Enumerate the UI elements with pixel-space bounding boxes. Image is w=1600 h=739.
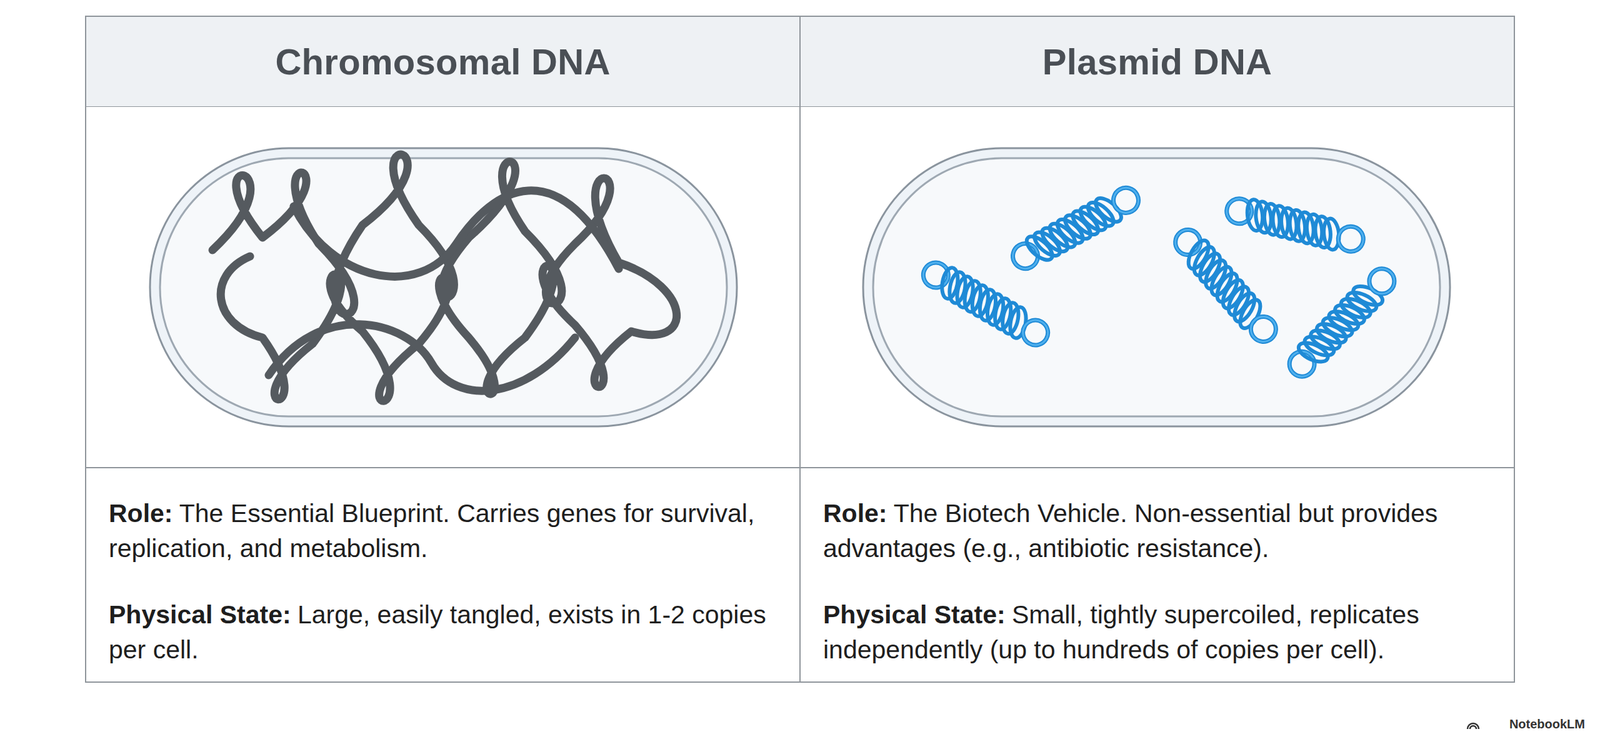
text-paragraph: Physical State:Large, easily tangled, ex… (108, 596, 779, 667)
field-text: The Essential Blueprint. Carries genes f… (108, 498, 755, 563)
text-paragraph: Physical State:Small, tightly supercoile… (823, 596, 1493, 667)
column-heading: Plasmid DNA (1042, 40, 1273, 83)
chromosome-tangle (268, 190, 619, 391)
field-label: Physical State: (823, 600, 1006, 629)
watermark-icon (1467, 723, 1479, 729)
field-label: Role: (823, 498, 888, 528)
plasmid-coil (1223, 191, 1368, 259)
text-paragraph: Role:The Essential Blueprint. Carries ge… (108, 495, 779, 566)
chromosome-tangle (212, 154, 677, 401)
field-label: Physical State: (108, 600, 292, 629)
field-text: The Biotech Vehicle. Non-essential but p… (823, 498, 1438, 563)
table-frame (85, 16, 1515, 682)
text-cell: Role:The Biotech Vehicle. Non-essential … (800, 468, 1514, 682)
watermark: NotebookLM (1509, 716, 1585, 732)
text-cell: Role:The Essential Blueprint. Carries ge… (86, 468, 800, 682)
plasmid-coil (1006, 179, 1146, 278)
bacterium-cell (150, 148, 737, 427)
plasmid-coil (1166, 221, 1285, 350)
column-heading: Chromosomal DNA (275, 40, 610, 83)
text-paragraph: Role:The Biotech Vehicle. Non-essential … (823, 495, 1493, 566)
field-label: Role: (108, 498, 174, 528)
header-cell: Plasmid DNA (800, 16, 1514, 107)
grid-line (799, 16, 801, 682)
header-cell: Chromosomal DNA (86, 16, 800, 107)
bacterium-cell (863, 148, 1450, 427)
plasmid-coil (1280, 260, 1403, 385)
plasmid-coil (916, 253, 1055, 354)
